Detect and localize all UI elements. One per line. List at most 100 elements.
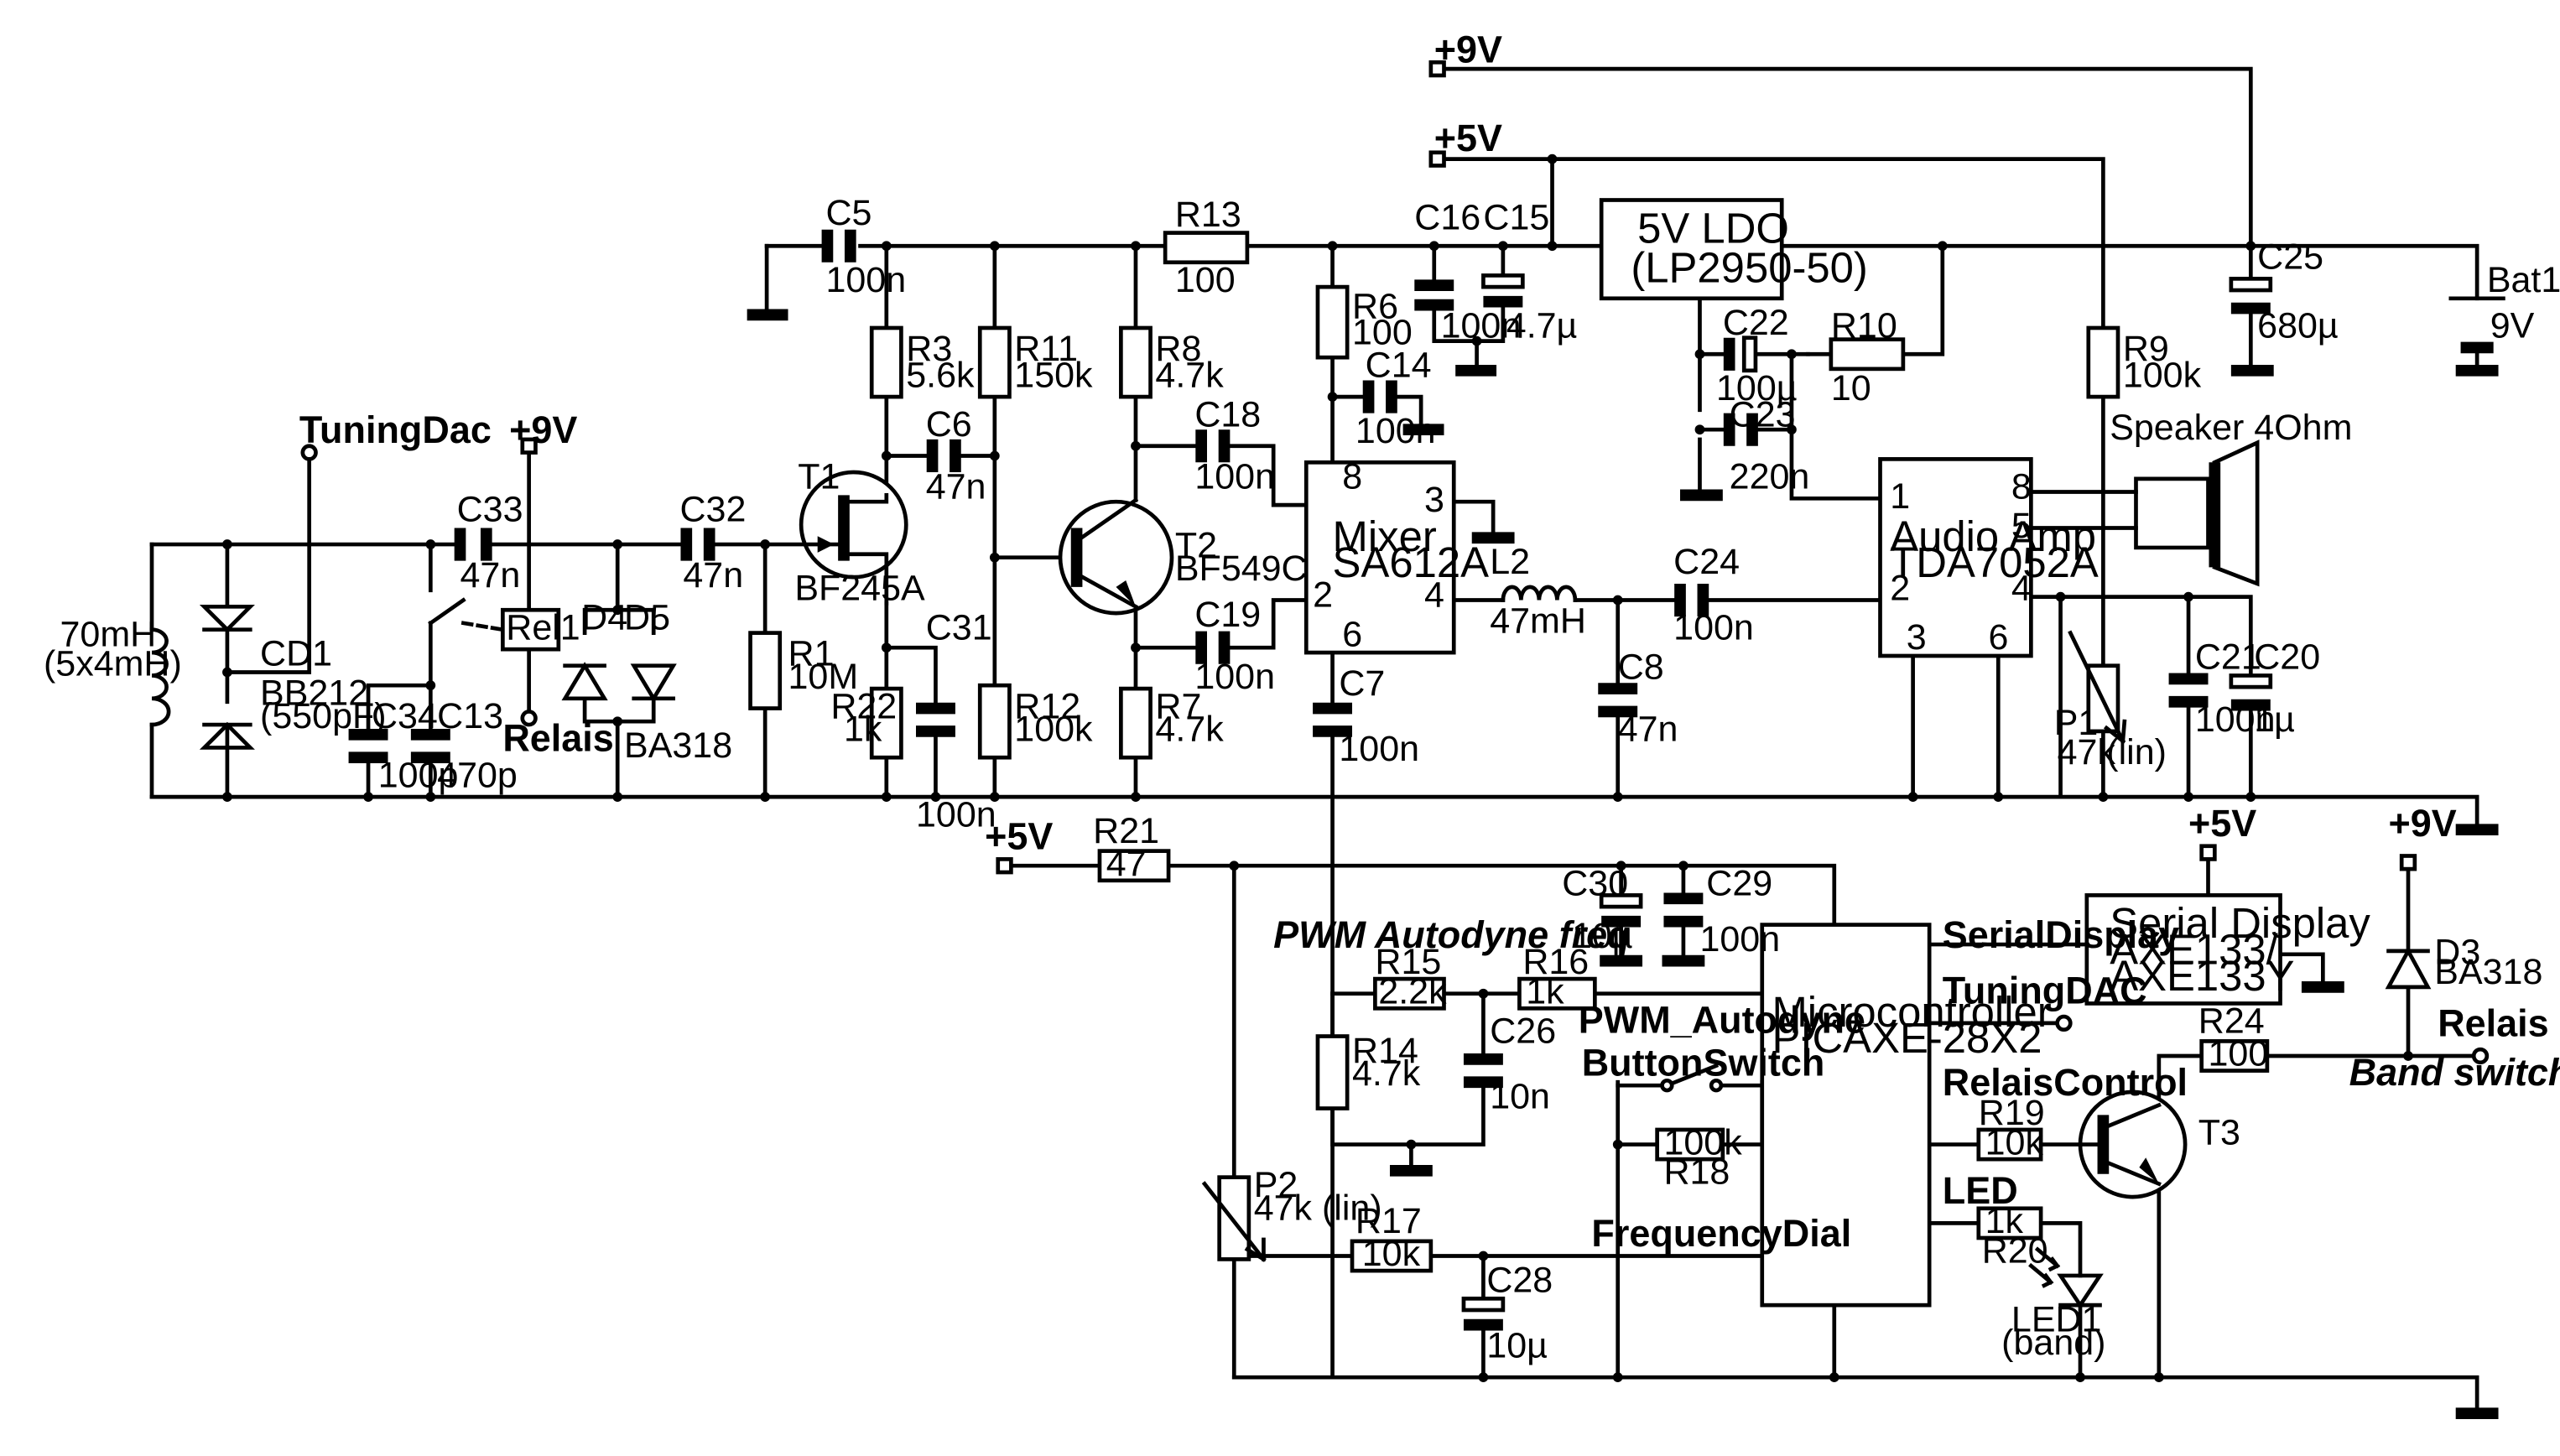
r24-resistor	[2199, 1039, 2270, 1073]
c19-value: 100n	[1194, 657, 1275, 697]
amp-part: TDA7052A	[1890, 538, 2099, 586]
l2-label: L2	[1490, 542, 1530, 582]
r14-label: R14	[1352, 1031, 1418, 1071]
c21-capacitor	[2168, 673, 2209, 708]
r7-label: R7	[1155, 686, 1201, 726]
bb212-label: BB212	[260, 673, 368, 714]
r12-resistor	[977, 683, 1012, 760]
r19-label: R19	[1979, 1093, 2045, 1133]
d3-diode	[2385, 946, 2432, 990]
c7-capacitor	[1313, 702, 1353, 737]
c34-capacitor	[348, 728, 388, 764]
r22-value: 1k	[844, 710, 882, 750]
pwm-freq-label: PWM Autodyne freq	[1273, 913, 1630, 956]
serial-display-module	[2084, 893, 2282, 1006]
r8-resistor	[1119, 325, 1153, 399]
c19-label: C19	[1194, 595, 1261, 635]
c26-label: C26	[1490, 1011, 1556, 1051]
led1-diode	[2057, 1273, 2104, 1309]
mixer-part: SA612A	[1333, 538, 1490, 586]
speaker-label: Speaker 4Ohm	[2110, 408, 2352, 448]
r3-value: 5.6k	[906, 355, 975, 395]
vp5-top-label: +5V	[1434, 117, 1502, 159]
d4-label: D4	[581, 598, 627, 638]
c16-label: C16	[1414, 198, 1480, 238]
mixer-pin-4: 4	[1424, 575, 1444, 615]
c13-label: C13	[437, 696, 503, 736]
c20-value: 1µ	[2254, 699, 2295, 740]
r18-label: R18	[1663, 1152, 1730, 1192]
resistors	[501, 231, 2270, 1273]
led1-detail: (band)	[2001, 1323, 2105, 1363]
r9-value: 100k	[2123, 355, 2202, 395]
p1-value: 47k	[2058, 732, 2116, 772]
c5-value: 100n	[825, 260, 906, 300]
c20-label: C20	[2254, 637, 2320, 678]
vp5-disp-label: +5V	[2188, 802, 2256, 845]
d5-diode	[630, 663, 677, 703]
labels: +9V +5V C5 100n R13 100 C16 100n C15 4.7…	[44, 28, 2560, 1365]
mixer-pin-3: 3	[1424, 480, 1444, 520]
amp-pin-3: 3	[1907, 617, 1927, 658]
r19-value: 10k	[1985, 1122, 2044, 1162]
r15-value: 2.2k	[1378, 971, 1447, 1011]
mixer-pin-8: 8	[1342, 457, 1362, 497]
r21-value: 47	[1106, 844, 1147, 884]
c25-value: 680µ	[2257, 306, 2339, 346]
amp-pin-5: 5	[2011, 506, 2032, 546]
bat-label: Bat1	[2487, 260, 2560, 300]
r6-label: R6	[1352, 286, 1398, 326]
cd1-diode-a	[199, 604, 255, 633]
t3-label: T3	[2198, 1113, 2240, 1153]
c28-value: 10µ	[1486, 1326, 1548, 1366]
c31-value: 100n	[916, 794, 996, 835]
c13-value: 470p	[437, 755, 518, 795]
r21-resistor	[1097, 849, 1171, 883]
c25-label: C25	[2257, 237, 2323, 278]
r20-label: R20	[1982, 1230, 2048, 1271]
r15-resistor	[1373, 976, 1446, 1011]
t2-npn	[1058, 497, 1174, 616]
r7-resistor	[1119, 686, 1153, 760]
r16-resistor	[1517, 976, 1597, 1011]
led1-label: LED1	[2011, 1299, 2102, 1339]
c31-label: C31	[926, 607, 992, 647]
capacitors	[348, 229, 2273, 1331]
c32-label: C32	[679, 490, 746, 530]
ba318-label: BA318	[624, 725, 732, 766]
c5-label: C5	[825, 193, 872, 233]
c21-value: 100n	[2195, 699, 2276, 740]
vp9-d3-label: +9V	[2389, 802, 2457, 845]
d5-label: D5	[624, 598, 670, 638]
r10-resistor	[1829, 337, 1906, 372]
cd1-label: CD1	[260, 634, 332, 674]
mixer-label: Mixer	[1333, 512, 1437, 560]
r8-label: R8	[1155, 329, 1201, 369]
bat-value: 9V	[2490, 306, 2535, 346]
c32-value: 47n	[683, 555, 743, 595]
r14-value: 4.7k	[1352, 1053, 1421, 1094]
r13-value: 100	[1175, 260, 1236, 300]
amp-pin-4: 4	[2011, 569, 2032, 609]
c15-electrolytic	[1481, 273, 1525, 308]
r3-label: R3	[906, 329, 952, 369]
c22-value: 100µ	[1716, 368, 1798, 408]
c30-electrolytic	[1599, 893, 1643, 928]
l2-inductor	[1501, 585, 1578, 602]
terminals	[300, 60, 2490, 1093]
r21-label: R21	[1093, 811, 1159, 851]
vp9-relay-label: +9V	[509, 408, 577, 451]
l70-detail: (5x4mH)	[44, 643, 182, 684]
r20-value: 1k	[1985, 1201, 2024, 1241]
t3-npn	[2078, 1089, 2188, 1199]
c18-value: 100n	[1194, 457, 1275, 497]
r6-value: 100	[1352, 313, 1413, 353]
mixer-pin-2: 2	[1313, 575, 1333, 615]
c6-capacitor	[926, 439, 961, 473]
t1-part: BF245A	[794, 569, 925, 609]
c33-label: C33	[457, 490, 523, 530]
c8-value: 47n	[1618, 710, 1678, 750]
c30-value: 10µ	[1572, 916, 1633, 956]
tuningdac2-label: TuningDAC	[1943, 969, 2147, 1011]
